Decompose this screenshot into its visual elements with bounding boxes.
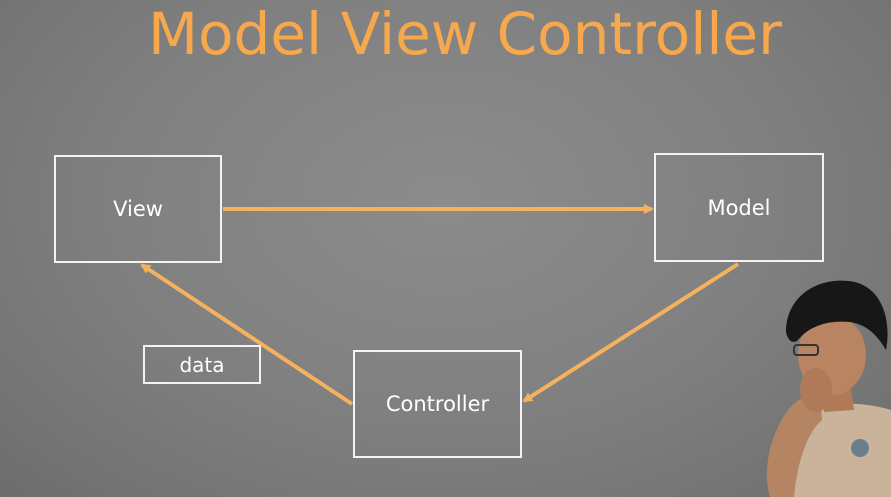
controller-box: Controller xyxy=(353,350,522,458)
view-label: View xyxy=(113,197,163,221)
arrow-controller-to-view xyxy=(140,263,354,406)
controller-label: Controller xyxy=(385,392,490,416)
presenter-hand xyxy=(800,368,832,412)
arrow-model-to-controller xyxy=(522,262,740,403)
data-label: data xyxy=(179,352,225,377)
view-box: View xyxy=(54,155,222,263)
slide-title: Model View Controller xyxy=(148,0,782,68)
model-label: Model xyxy=(707,195,771,220)
presenter-figure xyxy=(766,280,891,497)
model-box: Model xyxy=(654,153,824,262)
presenter-badge xyxy=(851,439,869,457)
presenter-arm xyxy=(766,394,822,497)
presenter-glasses xyxy=(793,344,819,356)
data-box: data xyxy=(143,345,261,384)
presenter-hair xyxy=(786,280,888,350)
